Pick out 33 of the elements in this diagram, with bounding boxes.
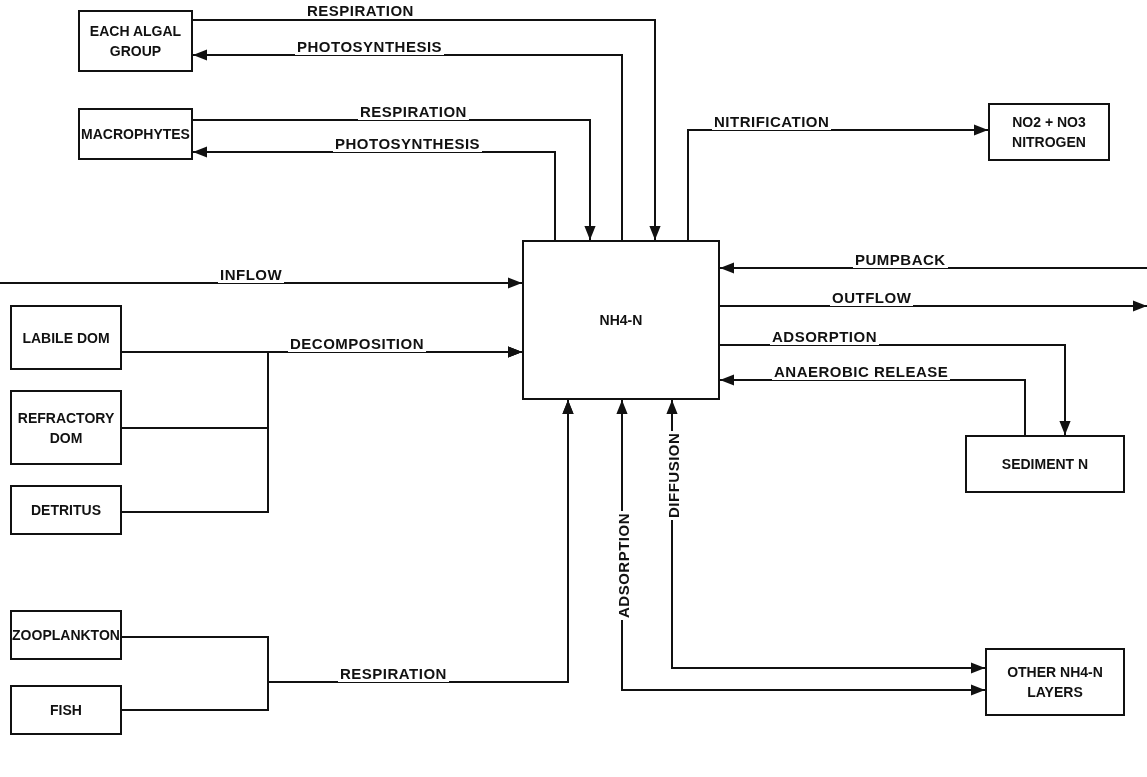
node-label: REFRACTORY DOM	[16, 408, 116, 448]
arrow	[719, 344, 1071, 436]
node-label: FISH	[50, 701, 82, 720]
arrow	[192, 146, 556, 241]
arrow	[719, 374, 1026, 436]
arrow	[192, 119, 596, 241]
process-box	[10, 390, 122, 465]
node-label: NO2 + NO3 NITROGEN	[1011, 113, 1087, 152]
process-box	[988, 103, 1110, 161]
arrow	[0, 277, 523, 289]
node-label: SEDIMENT N	[1001, 455, 1089, 474]
node-label: EACH ALGAL GROUP	[88, 22, 183, 61]
pool-box	[522, 240, 720, 400]
node-label: LABILE DOM	[22, 328, 110, 348]
process-box	[10, 610, 122, 660]
node-label: NH4-N	[599, 311, 643, 330]
process-box	[78, 108, 193, 160]
arrow	[719, 300, 1147, 312]
arrow	[719, 262, 1147, 274]
process-box	[78, 10, 193, 72]
node-label: DETRITUS	[31, 501, 101, 520]
process-box	[965, 435, 1125, 493]
node-label: OTHER NH4-N LAYERS	[1006, 663, 1104, 702]
process-box	[10, 305, 122, 370]
node-label: MACROPHYTES	[81, 125, 190, 144]
process-box	[10, 485, 122, 535]
process-box	[985, 648, 1125, 716]
arrow	[687, 124, 989, 241]
arrow	[192, 49, 623, 241]
arrow	[121, 346, 523, 513]
process-box	[10, 685, 122, 735]
arrow	[192, 19, 661, 241]
node-label: ZOOPLANKTON	[12, 626, 120, 645]
